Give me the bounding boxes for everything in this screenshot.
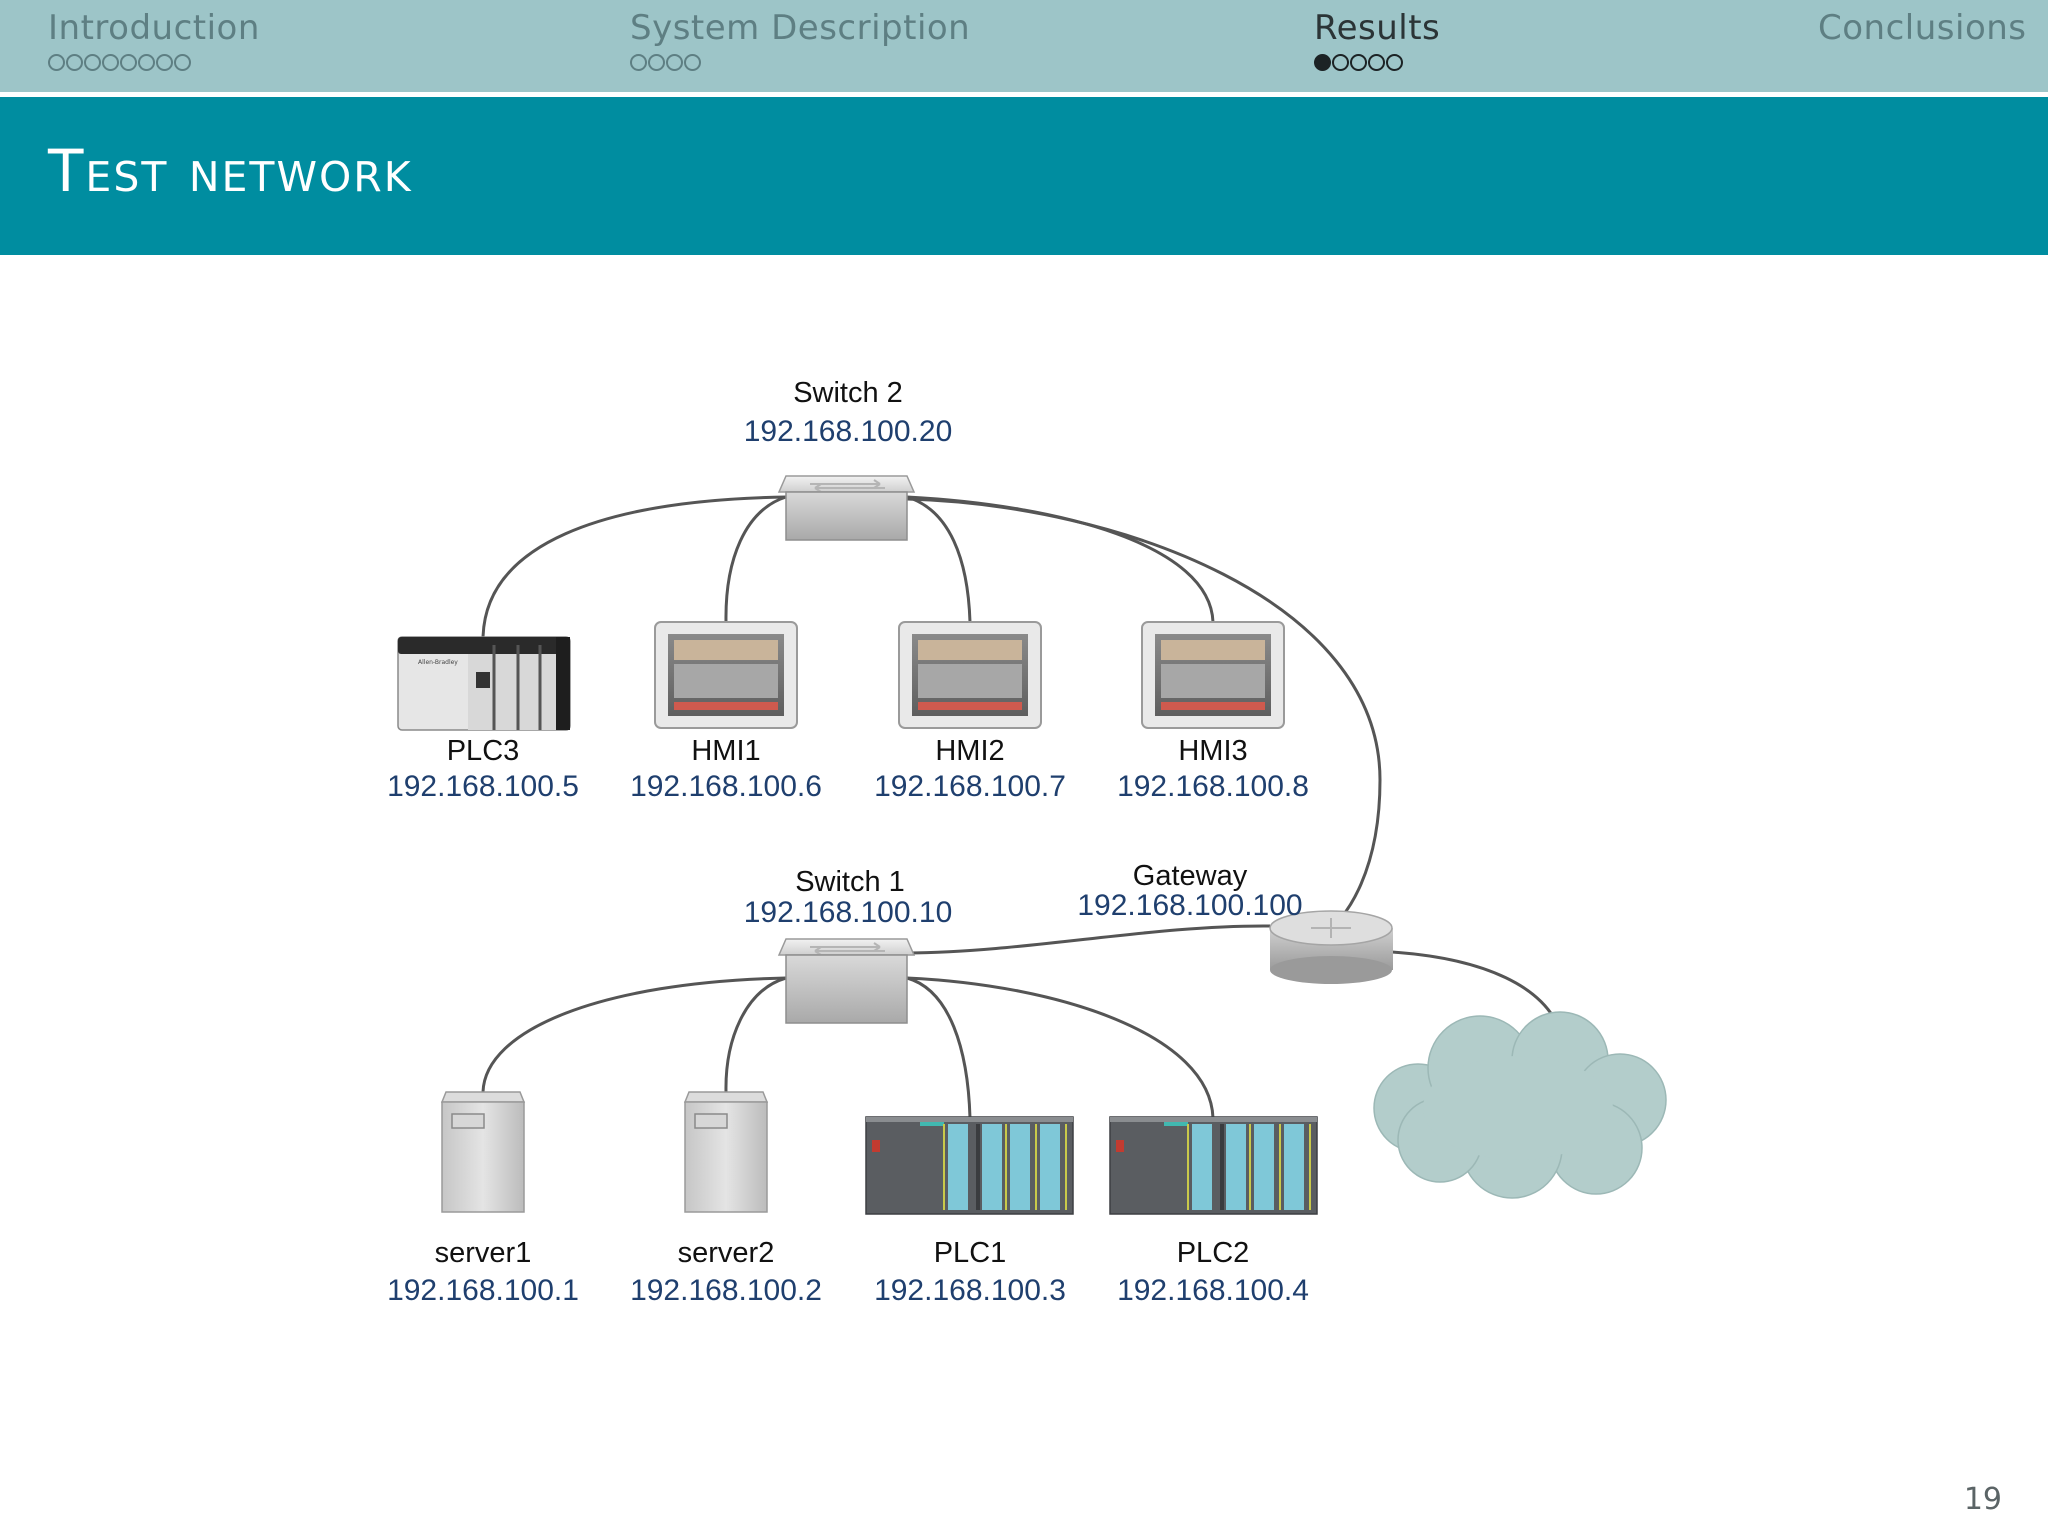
plc1-ip: 192.168.100.3 [874, 1274, 1066, 1307]
switch-1-ip: 192.168.100.10 [744, 896, 953, 929]
server2-ip: 192.168.100.2 [630, 1274, 822, 1307]
slide-dot[interactable] [102, 54, 119, 71]
slide-dot[interactable] [666, 54, 683, 71]
plc2-name: PLC2 [1177, 1237, 1250, 1269]
slide-dot[interactable] [1386, 54, 1403, 71]
gateway-router-icon [1269, 910, 1393, 984]
link-switch1-plc2 [906, 976, 1215, 1119]
gateway-ip: 192.168.100.100 [1077, 889, 1302, 922]
nav-section-introduction[interactable]: Introduction [48, 8, 260, 74]
nav-progress-dots[interactable] [48, 54, 260, 74]
slide-dot[interactable] [156, 54, 173, 71]
hmi2-icon [898, 621, 1042, 729]
slide-dot[interactable] [66, 54, 83, 71]
slide-dot[interactable] [138, 54, 155, 71]
slide-dot[interactable] [1350, 54, 1367, 71]
link-switch2-plc3 [481, 495, 787, 639]
slide-dot[interactable] [648, 54, 665, 71]
gateway-name: Gateway [1133, 860, 1248, 892]
plc1-icon [865, 1116, 1074, 1215]
hmi1-ip: 192.168.100.6 [630, 770, 822, 803]
frame-title-bar: Test network [0, 97, 2048, 255]
plc3-ip: 192.168.100.5 [387, 770, 579, 803]
slide-dot[interactable] [84, 54, 101, 71]
frame-title: Test network [48, 137, 413, 205]
section-navigation-bar: Introduction System Description Results … [0, 0, 2048, 92]
switch-2-ip: 192.168.100.20 [744, 415, 953, 448]
link-switch1-plc1 [906, 976, 972, 1119]
link-switch2-hmi3 [906, 495, 1215, 623]
switch-2-name: Switch 2 [793, 377, 903, 409]
nav-section-label[interactable]: Conclusions [1818, 8, 2027, 48]
slide-dot[interactable] [120, 54, 137, 71]
nav-section-conclusions[interactable]: Conclusions [1818, 8, 2027, 74]
svg-text:Allen-Bradley: Allen-Bradley [418, 659, 458, 666]
plc2-ip: 192.168.100.4 [1117, 1274, 1309, 1307]
nav-section-system-description[interactable]: System Description [630, 8, 970, 74]
slide-dot[interactable] [48, 54, 65, 71]
server2-icon [683, 1091, 769, 1213]
switch-1-icon [777, 938, 916, 1024]
switch-1-name: Switch 1 [795, 866, 905, 898]
plc3-name: PLC3 [447, 735, 520, 767]
plc2-icon [1109, 1116, 1318, 1215]
link-switch1-server1 [481, 976, 787, 1093]
plc3-icon: Allen-Bradley [397, 636, 571, 731]
link-switch2-gateway [906, 497, 1382, 940]
server1-name: server1 [435, 1237, 532, 1269]
page-number: 19 [1963, 1482, 2002, 1517]
slide-dot[interactable] [630, 54, 647, 71]
slide-dot[interactable] [684, 54, 701, 71]
hmi3-ip: 192.168.100.8 [1117, 770, 1309, 803]
hmi2-ip: 192.168.100.7 [874, 770, 1066, 803]
nav-divider [0, 92, 2048, 97]
link-switch2-hmi2 [906, 495, 972, 623]
slide-dot[interactable] [1368, 54, 1385, 71]
network-links [481, 495, 1565, 1119]
hmi3-name: HMI3 [1178, 735, 1247, 767]
server1-icon [440, 1091, 526, 1213]
nav-progress-dots[interactable] [630, 54, 970, 74]
slide-dot[interactable] [174, 54, 191, 71]
slide-dot[interactable] [1332, 54, 1349, 71]
nav-section-label[interactable]: System Description [630, 8, 971, 48]
nav-section-results[interactable]: Results [1314, 8, 1440, 74]
switch-2-icon [777, 475, 916, 541]
nav-section-label[interactable]: Introduction [48, 8, 260, 48]
hmi1-name: HMI1 [691, 735, 760, 767]
plc1-name: PLC1 [934, 1237, 1007, 1269]
hmi2-name: HMI2 [935, 735, 1004, 767]
link-switch2-hmi1 [724, 495, 787, 623]
server2-name: server2 [678, 1237, 775, 1269]
slide-dot[interactable] [1314, 54, 1331, 71]
link-switch1-server2 [724, 976, 787, 1093]
server1-ip: 192.168.100.1 [387, 1274, 579, 1307]
hmi1-icon [654, 621, 798, 729]
cloud-icon [1373, 1011, 1667, 1199]
link-switch1-gateway [906, 924, 1271, 955]
nav-progress-dots[interactable] [1314, 54, 1440, 74]
nav-section-label[interactable]: Results [1314, 8, 1441, 48]
hmi3-icon [1141, 621, 1285, 729]
